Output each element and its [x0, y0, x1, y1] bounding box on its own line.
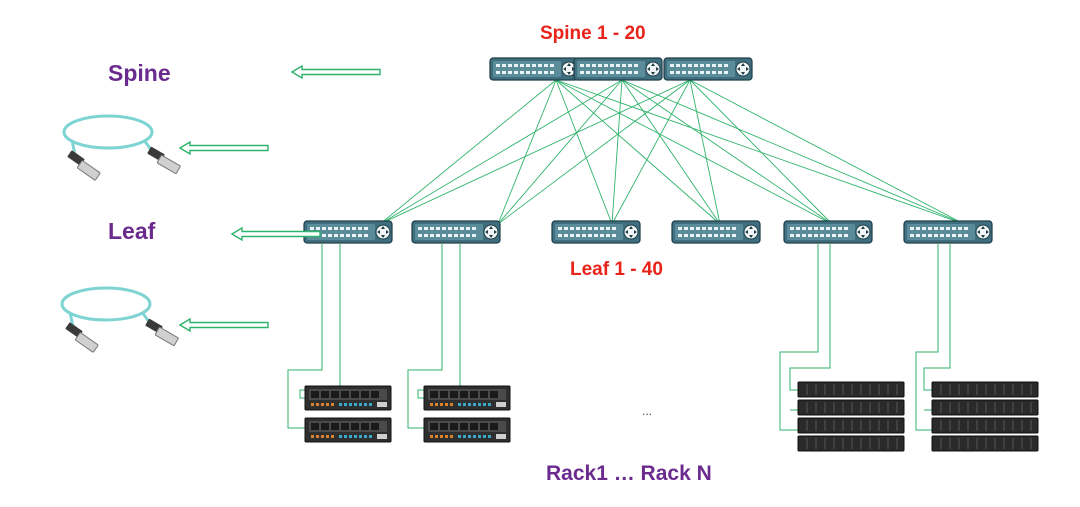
leaf-switches: [303, 220, 993, 244]
fiber-cable-icon: [62, 114, 183, 182]
server-chassis-icon: [304, 385, 392, 411]
storage-array-icon: [797, 435, 905, 452]
ellipsis-label: ...: [642, 404, 653, 418]
hollow-arrow-left-icon: [179, 141, 269, 155]
leaf-switch-icon: [411, 220, 501, 244]
storage-array-icon: [931, 381, 1039, 398]
spine-range-label: Spine 1 - 20: [540, 23, 646, 44]
leaf-switch-icon: [783, 220, 873, 244]
storage-array-icon: [797, 399, 905, 416]
rack-range-label: Rack1 … Rack N: [546, 462, 712, 485]
leaf-tier-label: Leaf: [108, 218, 156, 244]
leaf-switch-icon: [903, 220, 993, 244]
spine-switch-icon: [489, 57, 579, 81]
server-chassis-icon: [423, 417, 511, 443]
hollow-arrow-left-icon: [179, 318, 269, 332]
leaf-rack-links: [287, 244, 951, 431]
storage-array-icon: [931, 435, 1039, 452]
spine-switch-icon: [573, 57, 663, 81]
spine-switches: [489, 57, 753, 81]
spine-switch-icon: [663, 57, 753, 81]
storage-array-icon: [797, 381, 905, 398]
spine-leaf-links: [379, 79, 965, 225]
storage-array-icon: [931, 399, 1039, 416]
hollow-arrow-left-icon: [291, 65, 381, 79]
storage-racks: [797, 381, 1039, 452]
spine-tier-label: Spine: [108, 60, 171, 86]
fiber-cable-icon: [60, 286, 181, 354]
server-chassis-icon: [304, 417, 392, 443]
leaf-switch-icon: [551, 220, 641, 244]
server-chassis-icon: [423, 385, 511, 411]
storage-array-icon: [797, 417, 905, 434]
storage-array-icon: [931, 417, 1039, 434]
leaf-range-label: Leaf 1 - 40: [570, 259, 663, 280]
leaf-switch-icon: [671, 220, 761, 244]
